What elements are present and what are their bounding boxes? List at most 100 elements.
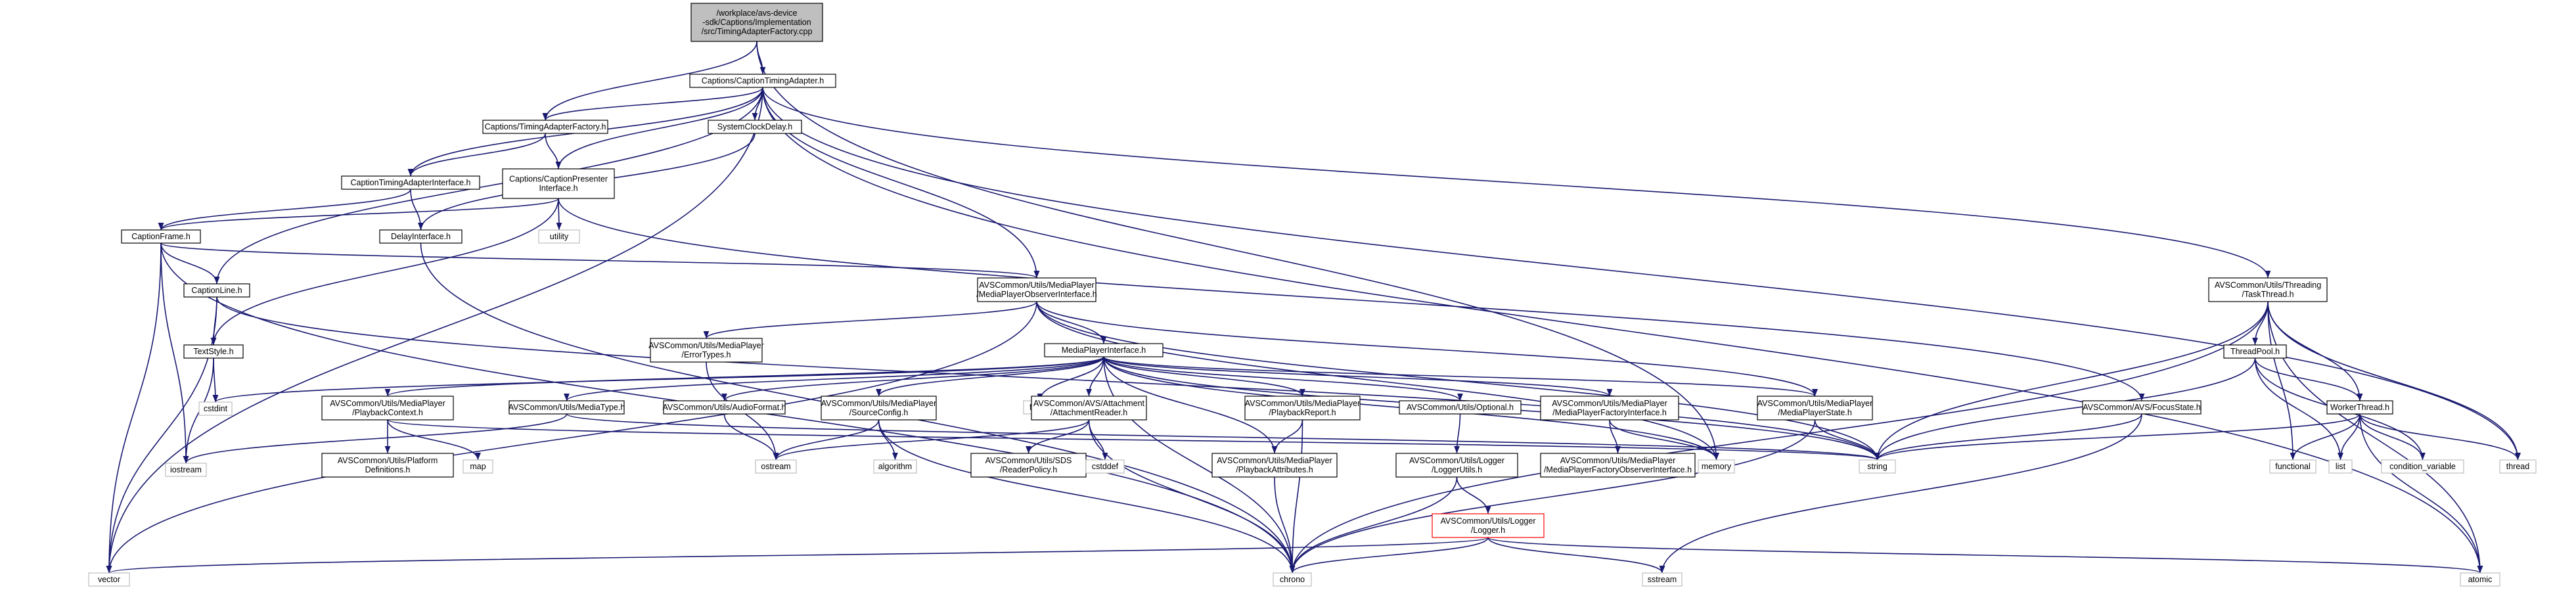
- node-mpi-box: [1044, 343, 1164, 357]
- node-mpfoi-label-1: /MediaPlayerFactoryObserverInterface.h: [1544, 465, 1692, 474]
- node-ctai[interactable]: CaptionTimingAdapterInterface.h: [341, 175, 480, 190]
- node-mpoi-label-1: /MediaPlayerObserverInterface.h: [976, 290, 1096, 299]
- node-util[interactable]: utility: [538, 229, 580, 244]
- node-mpfi[interactable]: AVSCommon/Utils/MediaPlayer/MediaPlayerF…: [1540, 396, 1679, 421]
- edge-mpi-to-opt: [1103, 356, 1463, 401]
- node-sc[interactable]: AVSCommon/Utils/MediaPlayer/SourceConfig…: [821, 396, 937, 421]
- node-cf[interactable]: CaptionFrame.h: [121, 229, 201, 244]
- node-string[interactable]: string: [1859, 459, 1896, 474]
- edge-sc-to-chrono: [878, 419, 1296, 574]
- node-memory[interactable]: memory: [1698, 459, 1735, 474]
- node-chrono[interactable]: chrono: [1273, 572, 1312, 587]
- edge-pr-to-pa: [1271, 419, 1303, 454]
- edge-mpi-to-mt: [564, 356, 1104, 401]
- node-di[interactable]: DelayInterface.h: [379, 229, 463, 244]
- node-fs[interactable]: AVSCommon/AVS/FocusState.h: [2082, 400, 2202, 415]
- node-tt[interactable]: AVSCommon/Utils/Threading/TaskThread.h: [2208, 277, 2328, 302]
- node-pa[interactable]: AVSCommon/Utils/MediaPlayer/PlaybackAttr…: [1211, 453, 1338, 478]
- node-logger-box: [1432, 513, 1545, 538]
- edge-tp-to-list: [2254, 357, 2343, 461]
- node-algorithm[interactable]: algorithm: [873, 459, 917, 474]
- node-root[interactable]: /workplace/avs-device-sdk/Captions/Imple…: [690, 3, 823, 42]
- edge-logger-to-atomic: [1487, 537, 2483, 574]
- node-logger-label-0: AVSCommon/Utils/Logger: [1441, 516, 1536, 526]
- edge-mpoi-to-et: [703, 301, 1037, 339]
- edge-mpoi-to-mps: [1036, 301, 1818, 397]
- node-mps-label-1: /MediaPlayerState.h: [1778, 408, 1852, 417]
- node-cstddef[interactable]: cstddef: [1085, 459, 1125, 474]
- node-pa-label-1: /PlaybackAttributes.h: [1236, 465, 1313, 474]
- node-cstdint[interactable]: cstdint: [198, 401, 233, 416]
- node-sstream[interactable]: sstream: [1642, 572, 1683, 587]
- node-scd-box: [708, 120, 802, 134]
- edge-logger-to-chrono: [1289, 537, 1489, 574]
- node-et[interactable]: AVSCommon/Utils/MediaPlayer/ErrorTypes.h: [648, 338, 764, 363]
- node-mps[interactable]: AVSCommon/Utils/MediaPlayer/MediaPlayerS…: [1757, 396, 1873, 421]
- node-atomic[interactable]: atomic: [2460, 572, 2500, 587]
- node-mpoi[interactable]: AVSCommon/Utils/MediaPlayer/MediaPlayerO…: [976, 277, 1097, 302]
- node-af-label-0: AVSCommon/Utils/AudioFormat.h: [662, 403, 786, 412]
- node-opt[interactable]: AVSCommon/Utils/Optional.h: [1399, 400, 1522, 415]
- edge-mpi-to-af: [721, 356, 1104, 401]
- node-di-box: [379, 229, 463, 244]
- node-vector[interactable]: vector: [88, 572, 130, 587]
- edge-af-to-ostream: [723, 413, 779, 461]
- edge-ar-to-sds: [1026, 419, 1090, 454]
- node-cta[interactable]: Captions/CaptionTimingAdapter.h: [689, 74, 836, 88]
- edge-tt-to-functional: [2267, 301, 2296, 461]
- node-cl[interactable]: CaptionLine.h: [183, 283, 250, 298]
- node-iostream[interactable]: iostream: [165, 463, 207, 477]
- node-af[interactable]: AVSCommon/Utils/AudioFormat.h: [662, 400, 786, 415]
- node-list[interactable]: list: [2328, 459, 2353, 474]
- node-logger[interactable]: AVSCommon/Utils/Logger/Logger.h: [1432, 513, 1545, 538]
- node-ar-box: [1031, 396, 1147, 421]
- node-ts-box: [183, 344, 244, 359]
- node-lu[interactable]: AVSCommon/Utils/Logger/LoggerUtils.h: [1395, 453, 1518, 478]
- node-ts[interactable]: TextStyle.h: [183, 344, 244, 359]
- node-functional[interactable]: functional: [2269, 459, 2316, 474]
- node-memory-label-0: memory: [1702, 462, 1732, 471]
- node-map[interactable]: map: [463, 459, 493, 474]
- edge-mpoi-to-vector: [106, 301, 1037, 574]
- edge-cpi-to-util: [556, 198, 562, 231]
- node-wt-label-0: WorkerThread.h: [2330, 403, 2389, 412]
- node-ostream-box: [755, 459, 797, 474]
- node-mt[interactable]: AVSCommon/Utils/MediaType.h: [508, 400, 625, 415]
- node-tt-label-1: /TaskThread.h: [2242, 290, 2294, 299]
- node-fs-label-0: AVSCommon/AVS/FocusState.h: [2083, 403, 2201, 412]
- edge-taf-to-cpi: [545, 133, 562, 170]
- node-iostream-label-0: iostream: [170, 465, 202, 474]
- node-tp[interactable]: ThreadPool.h: [2223, 344, 2287, 359]
- node-mpfi-box: [1540, 396, 1679, 421]
- edge-mpfi-to-mpfoi: [1609, 419, 1621, 454]
- node-ar[interactable]: AVSCommon/AVS/Attachment/AttachmentReade…: [1031, 396, 1147, 421]
- edge-lu-to-chrono: [1289, 476, 1458, 574]
- node-cv[interactable]: condition_variable: [2381, 459, 2464, 474]
- edge-wt-to-cv: [2359, 413, 2426, 461]
- node-taf[interactable]: Captions/TimingAdapterFactory.h: [482, 120, 608, 134]
- node-string-label-0: string: [1867, 462, 1887, 471]
- node-pr[interactable]: AVSCommon/Utils/MediaPlayer/PlaybackRepo…: [1244, 396, 1361, 421]
- node-ctai-label-0: CaptionTimingAdapterInterface.h: [351, 178, 471, 187]
- node-mpi[interactable]: MediaPlayerInterface.h: [1044, 343, 1164, 357]
- node-ts-label-0: TextStyle.h: [193, 347, 233, 356]
- node-pc[interactable]: AVSCommon/Utils/MediaPlayer/PlaybackCont…: [321, 396, 454, 421]
- node-ostream[interactable]: ostream: [755, 459, 797, 474]
- node-list-box: [2328, 459, 2353, 474]
- node-sds[interactable]: AVSCommon/Utils/SDS/ReaderPolicy.h: [970, 453, 1087, 478]
- node-mpfoi[interactable]: AVSCommon/Utils/MediaPlayer/MediaPlayerF…: [1540, 453, 1696, 478]
- node-sds-label-0: AVSCommon/Utils/SDS: [985, 456, 1072, 465]
- node-scd[interactable]: SystemClockDelay.h: [708, 120, 802, 134]
- node-sc-label-1: /SourceConfig.h: [849, 408, 909, 417]
- edge-ctai-to-di: [410, 189, 424, 231]
- node-sc-box: [821, 396, 937, 421]
- node-mpfoi-box: [1540, 453, 1696, 478]
- node-wt[interactable]: WorkerThread.h: [2326, 400, 2393, 415]
- node-pc-box: [321, 396, 454, 421]
- node-lu-label-1: /LoggerUtils.h: [1432, 465, 1482, 474]
- node-thread[interactable]: thread: [2499, 459, 2537, 474]
- edge-mpfi-to-memory: [1609, 419, 1719, 461]
- node-tp-label-0: ThreadPool.h: [2230, 347, 2280, 356]
